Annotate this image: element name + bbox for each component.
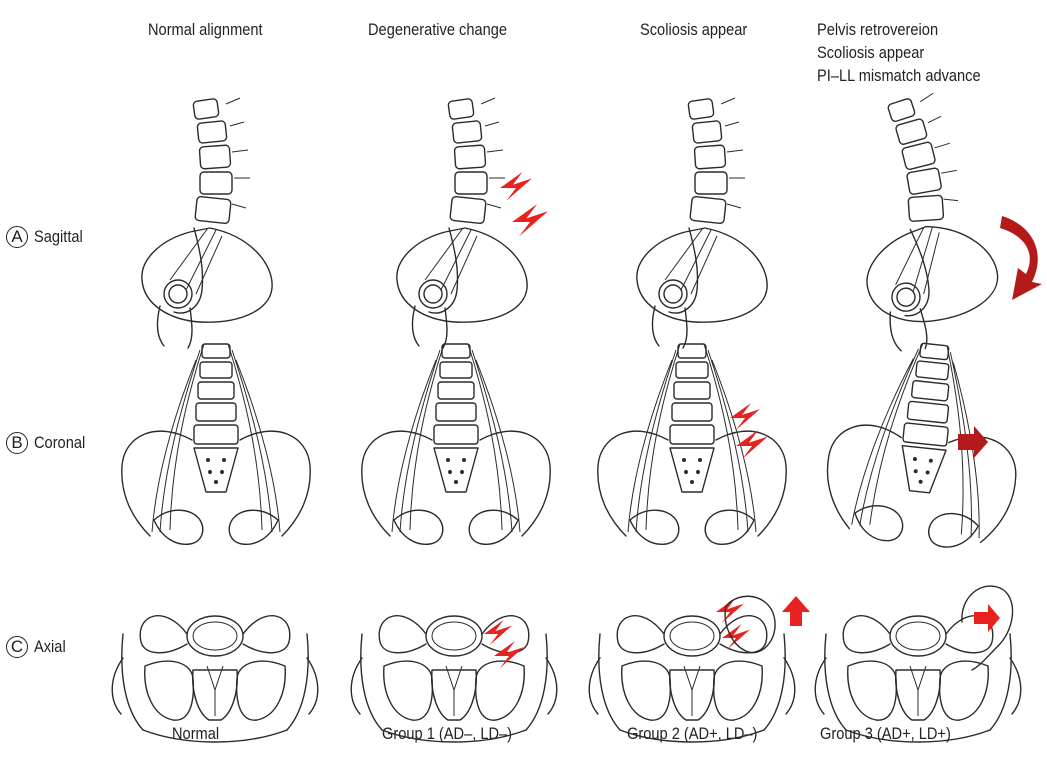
lightning-bolt-icon [730, 403, 760, 430]
sagittal-normal [142, 98, 272, 348]
coronal-lateral-shift [820, 335, 1028, 554]
lightning-bolt-icon [722, 624, 750, 649]
lightning-bolt-icon [484, 620, 512, 645]
displaced-muscle-outline [962, 586, 1013, 670]
axial-lateral-displacement [815, 616, 1021, 742]
arrow-up-icon [782, 596, 810, 626]
sagittal-scoliosis [637, 98, 767, 348]
coronal-normal [122, 344, 310, 544]
lightning-bolt-icon [500, 172, 532, 201]
sagittal-retroversion [836, 88, 1008, 357]
curved-arrow-icon [1000, 216, 1042, 300]
coronal-degenerative [362, 344, 550, 544]
axial-normal [112, 616, 318, 742]
lightning-bolt-icon [512, 204, 548, 236]
axial-scoliosis [589, 616, 795, 742]
sagittal-degenerative [397, 98, 527, 348]
axial-degenerative [351, 616, 557, 742]
arrow-right-icon [974, 604, 1000, 632]
